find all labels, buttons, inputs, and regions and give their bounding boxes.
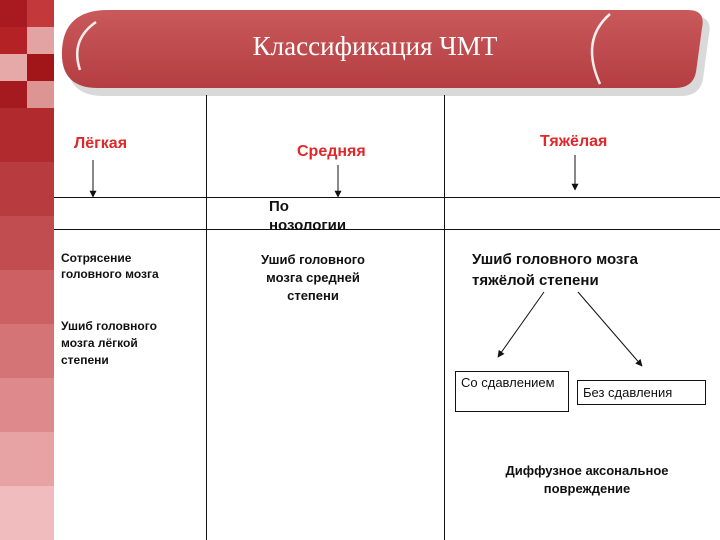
light-item-mild-contusion: Ушиб головного мозга лёгкой степени [61,319,157,367]
header-severe: Тяжёлая [540,133,608,150]
column-divider-1 [206,95,207,540]
decorative-mosaic [0,0,54,540]
severe-main-contusion: Ушиб головного мозга тяжёлой степени [472,251,638,289]
arrow-to-without-compression [577,291,643,367]
medium-item-contusion: Ушиб головного мозга средней степени [261,252,365,303]
header-light: Лёгкая [74,135,128,152]
row-divider-bottom [54,229,720,230]
row-label-nosology: По нозологии [269,198,347,234]
severe-diffuse-axonal-injury: Диффузное аксональное повреждение [505,463,669,496]
header-medium: Средняя [297,143,366,160]
box-without-compression: Без сдавления [577,380,706,405]
page-title: Классификация ЧМТ [252,31,498,61]
row-divider-top [54,197,720,198]
arrow-to-with-compression [497,291,545,358]
box-with-compression: Со сдавлением [455,371,569,412]
column-divider-2 [444,95,445,540]
light-item-concussion: Сотрясение головного мозга [61,251,159,281]
title-banner [61,10,710,96]
